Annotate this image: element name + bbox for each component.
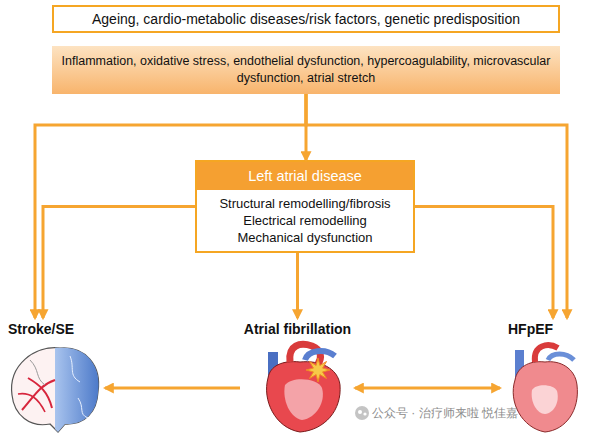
watermark-badge <box>355 406 369 420</box>
brain-ischemic-region <box>55 340 105 435</box>
node-text: Ageing, cardio-metabolic diseases/risk f… <box>92 11 520 27</box>
node-body-text: Structural remodelling/fibrosis Electric… <box>215 196 395 247</box>
watermark-badge-dot <box>358 410 362 414</box>
node-text: Stroke/SE <box>5 318 105 337</box>
fibrillation-star <box>306 358 330 382</box>
arrow-connector <box>305 94 308 160</box>
brain-gyrus <box>30 360 45 385</box>
brain-illustration <box>12 340 105 435</box>
af-heart-illustration <box>267 344 341 432</box>
heart-chamber <box>532 385 558 414</box>
hfpef-heart-illustration <box>513 345 577 432</box>
outcome-node: Atrial fibrillation <box>240 318 355 433</box>
factor-box: Ageing, cardio-metabolic diseases/risk f… <box>52 5 560 33</box>
brain-gyrus <box>70 356 80 382</box>
mechanism-band: Inflammation, oxidative stress, endothel… <box>52 46 560 94</box>
arrow-connector <box>43 207 195 319</box>
pulmonary-artery <box>305 351 335 360</box>
outcome-node: Stroke/SE <box>5 318 105 433</box>
arrow-connector <box>105 387 240 390</box>
brain-gyrus <box>78 398 88 418</box>
node-text: Left atrial disease <box>197 162 413 190</box>
node-text: Inflammation, oxidative stress, endothel… <box>60 53 552 87</box>
arrow-connector <box>415 207 553 319</box>
watermark: 公众号 · 治疗师来啦 悦佳嘉 <box>372 405 518 422</box>
node-text: Atrial fibrillation <box>240 318 355 337</box>
heart-chamber <box>284 379 323 420</box>
brain-vessel <box>18 394 45 412</box>
watermark-badge-dot <box>363 412 366 415</box>
node-text: HFpEF <box>500 318 580 337</box>
watermark-icon <box>355 406 369 420</box>
heart-body <box>267 362 341 432</box>
process-box: Left atrial diseaseStructural remodellin… <box>195 160 415 253</box>
pulmonary-artery <box>548 354 574 360</box>
arrow-connector <box>355 387 500 390</box>
arrow-connector <box>296 253 299 318</box>
heart-body <box>513 362 577 432</box>
